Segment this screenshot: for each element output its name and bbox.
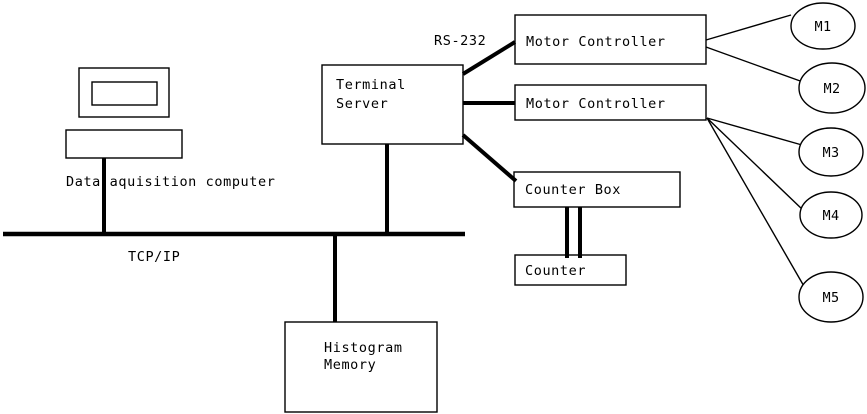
counter-box-label: Counter Box [525, 182, 621, 198]
counter-box[interactable] [514, 254, 627, 286]
histogram-memory-box[interactable] [284, 321, 438, 413]
motor-label-m5: M5 [822, 290, 839, 306]
motor-node-m4[interactable] [799, 191, 863, 239]
rs232-link-mc1 [461, 40, 517, 76]
terminal-server-label-line2: Server [336, 96, 388, 112]
motor-label-m1: M1 [814, 19, 831, 35]
motor-link-m1 [705, 14, 792, 41]
terminal-server-label-line1: Terminal [336, 77, 406, 93]
rs232-link-counter-box [461, 133, 518, 183]
motor-label-m3: M3 [822, 145, 839, 161]
histogram-memory-label-line1: Histogram [324, 340, 403, 356]
motor-node-m5[interactable] [798, 271, 864, 323]
motor-link-m3 [706, 117, 803, 146]
motor-node-m1[interactable] [790, 2, 856, 50]
rs232-caption: RS-232 [434, 33, 486, 49]
terminal-server-box[interactable] [321, 64, 464, 145]
motor-link-m4 [706, 117, 805, 212]
motor-link-m5 [706, 117, 806, 289]
counter-label: Counter [525, 263, 586, 279]
monitor-screen [91, 81, 158, 106]
motor-controller-1-label: Motor Controller [526, 34, 666, 50]
histogram-memory-label-line2: Memory [324, 357, 376, 373]
motor-controller-1-box[interactable] [514, 14, 707, 65]
motor-label-m4: M4 [822, 208, 839, 224]
motor-node-m3[interactable] [798, 127, 864, 177]
tcpip-caption: TCP/IP [128, 249, 180, 265]
daq-computer-caption: Data aquisition computer [66, 174, 275, 190]
motor-label-m2: M2 [823, 81, 840, 97]
motor-node-m2[interactable] [798, 62, 866, 114]
motor-link-m2 [705, 46, 804, 83]
keyboard-box [65, 129, 183, 159]
motor-controller-2-label: Motor Controller [526, 96, 666, 112]
counter-box-box[interactable] [513, 171, 681, 208]
